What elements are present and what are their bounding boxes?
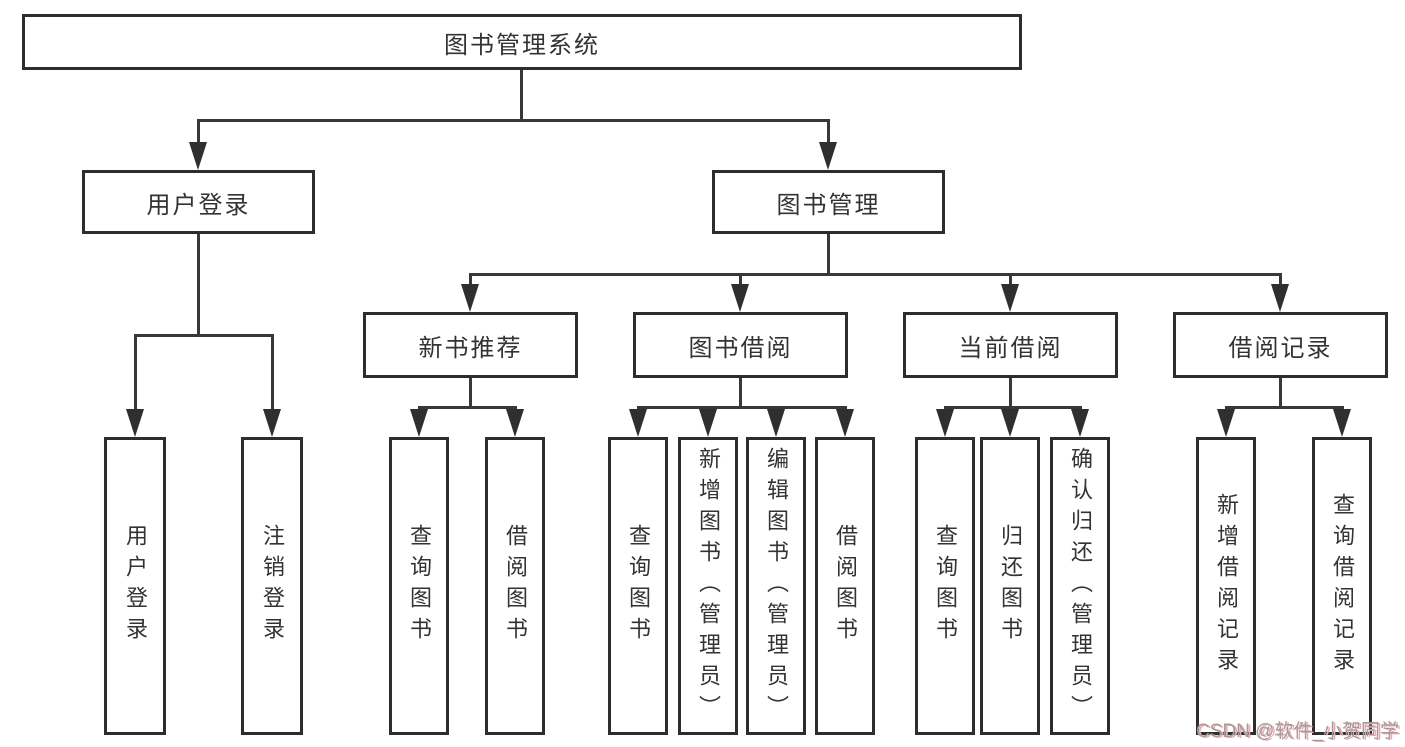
leaf-user-login: 用户登录 — [104, 437, 166, 735]
arrow-down-icon — [1001, 409, 1019, 437]
connector-leaf-bus — [418, 406, 517, 409]
leaf-label: 查询图书 — [626, 524, 651, 648]
leaf-query-books-newbooks: 查询图书 — [389, 437, 449, 735]
leaf-label: 用户登录 — [123, 524, 148, 648]
leaf-borrow-books: 借阅图书 — [815, 437, 875, 735]
node-user-login: 用户登录 — [82, 170, 315, 234]
leaf-query-books-current: 查询图书 — [915, 437, 975, 735]
node-current-borrow: 当前借阅 — [903, 312, 1118, 378]
node-new-book-recommend: 新书推荐 — [363, 312, 578, 378]
leaf-confirm-return-admin: 确认归还（管理员） — [1050, 437, 1110, 735]
node-borrow-records: 借阅记录 — [1173, 312, 1388, 378]
leaf-label: 借阅图书 — [503, 524, 528, 648]
connector-leaf-bus — [1225, 406, 1344, 409]
leaf-query-borrow-record: 查询借阅记录 — [1312, 437, 1372, 735]
leaf-label: 注销登录 — [260, 524, 285, 648]
leaf-label: 确认归还（管理员） — [1068, 446, 1093, 726]
leaf-label: 归还图书 — [998, 524, 1023, 648]
node-label: 图书管理系统 — [444, 31, 600, 59]
node-library-management-system: 图书管理系统 — [22, 14, 1022, 70]
connector-root-trunk — [520, 70, 523, 122]
arrow-down-icon — [461, 284, 479, 312]
arrow-down-icon — [731, 284, 749, 312]
leaf-label: 新增借阅记录 — [1214, 493, 1239, 679]
arrow-down-icon — [1071, 409, 1089, 437]
connector-leaf-bus — [637, 406, 847, 409]
leaf-label: 新增图书（管理员） — [696, 446, 721, 726]
leaf-borrow-books-newbooks: 借阅图书 — [485, 437, 545, 735]
arrow-down-icon — [126, 409, 144, 437]
arrow-down-icon — [1271, 284, 1289, 312]
connector-stem — [469, 273, 472, 288]
arrow-down-icon — [819, 142, 837, 170]
connector-trunk — [1279, 378, 1282, 409]
node-label: 新书推荐 — [418, 334, 523, 362]
leaf-return-books: 归还图书 — [980, 437, 1040, 735]
connector-stem — [271, 334, 274, 412]
leaf-label: 编辑图书（管理员） — [764, 446, 789, 726]
connector-leaf-bus — [944, 406, 1082, 409]
leaf-query-books-borrow: 查询图书 — [608, 437, 668, 735]
node-label: 图书借阅 — [688, 334, 793, 362]
leaf-edit-books-admin: 编辑图书（管理员） — [746, 437, 806, 735]
node-label: 图书管理 — [776, 191, 881, 219]
connector-stem — [1009, 273, 1012, 288]
node-label: 用户登录 — [146, 191, 251, 219]
connector-stem — [827, 119, 830, 146]
leaf-label: 查询图书 — [407, 524, 432, 648]
connector-user-login-bus — [134, 334, 274, 337]
csdn-watermark: CSDN @软件_小贺同学 — [1196, 721, 1399, 742]
leaf-label: 查询借阅记录 — [1330, 493, 1355, 679]
connector-book-mgmt-trunk — [827, 234, 830, 275]
arrow-down-icon — [1217, 409, 1235, 437]
arrow-down-icon — [263, 409, 281, 437]
connector-user-login-trunk — [197, 234, 200, 337]
connector-level3-bus — [469, 273, 1282, 276]
connector-stem — [134, 334, 137, 412]
connector-trunk — [469, 378, 472, 409]
node-label: 借阅记录 — [1228, 334, 1333, 362]
arrow-down-icon — [699, 409, 717, 437]
node-book-borrow: 图书借阅 — [633, 312, 848, 378]
arrow-down-icon — [410, 409, 428, 437]
leaf-label: 查询图书 — [933, 524, 958, 648]
node-book-management: 图书管理 — [712, 170, 945, 234]
arrow-down-icon — [936, 409, 954, 437]
leaf-add-borrow-record: 新增借阅记录 — [1196, 437, 1256, 735]
connector-stem — [739, 273, 742, 288]
arrow-down-icon — [1001, 284, 1019, 312]
connector-level2-bus — [197, 119, 830, 122]
connector-trunk — [739, 378, 742, 409]
node-label: 当前借阅 — [958, 334, 1063, 362]
leaf-label: 借阅图书 — [833, 524, 858, 648]
connector-stem — [197, 119, 200, 146]
connector-stem — [1279, 273, 1282, 288]
arrow-down-icon — [767, 409, 785, 437]
arrow-down-icon — [1333, 409, 1351, 437]
arrow-down-icon — [506, 409, 524, 437]
connector-trunk — [1009, 378, 1012, 409]
arrow-down-icon — [836, 409, 854, 437]
arrow-down-icon — [189, 142, 207, 170]
arrow-down-icon — [629, 409, 647, 437]
leaf-logout-login: 注销登录 — [241, 437, 303, 735]
leaf-add-books-admin: 新增图书（管理员） — [678, 437, 738, 735]
